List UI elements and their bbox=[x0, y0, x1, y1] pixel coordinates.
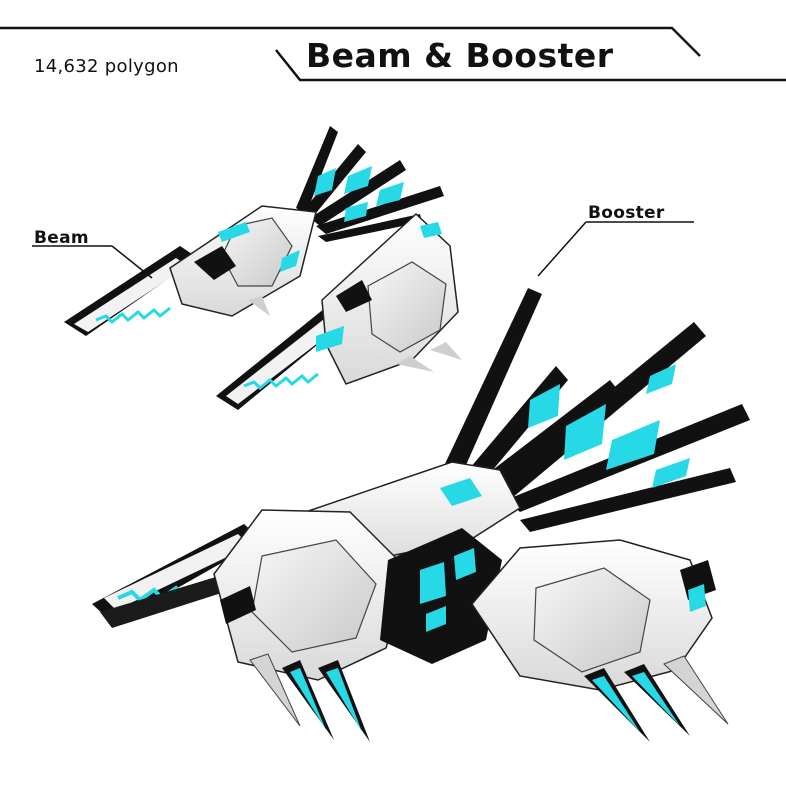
beam-leader-line bbox=[111, 245, 153, 279]
booster-large-hull-left bbox=[213, 509, 409, 681]
polygon-count: 14,632 polygon bbox=[34, 56, 179, 77]
beam-label: Beam bbox=[34, 228, 89, 248]
beam-fins bbox=[296, 126, 444, 242]
beam-unit bbox=[64, 126, 444, 336]
booster-large-fins bbox=[444, 288, 750, 532]
booster-label: Booster bbox=[588, 203, 665, 223]
beam-barrel bbox=[64, 246, 198, 336]
booster-large-core bbox=[380, 528, 502, 664]
header-frame bbox=[0, 26, 786, 82]
booster-leader-line bbox=[537, 221, 587, 277]
page-title: Beam & Booster bbox=[306, 36, 614, 75]
booster-large-unit bbox=[92, 288, 750, 742]
booster-small-barrel bbox=[216, 304, 350, 410]
booster-large-hull-right bbox=[471, 539, 716, 691]
booster-large-spikes bbox=[249, 653, 729, 742]
booster-small-hull bbox=[316, 212, 462, 385]
beam-hull bbox=[169, 205, 317, 317]
booster-small-unit bbox=[216, 212, 462, 410]
callout-leaders bbox=[32, 221, 694, 279]
